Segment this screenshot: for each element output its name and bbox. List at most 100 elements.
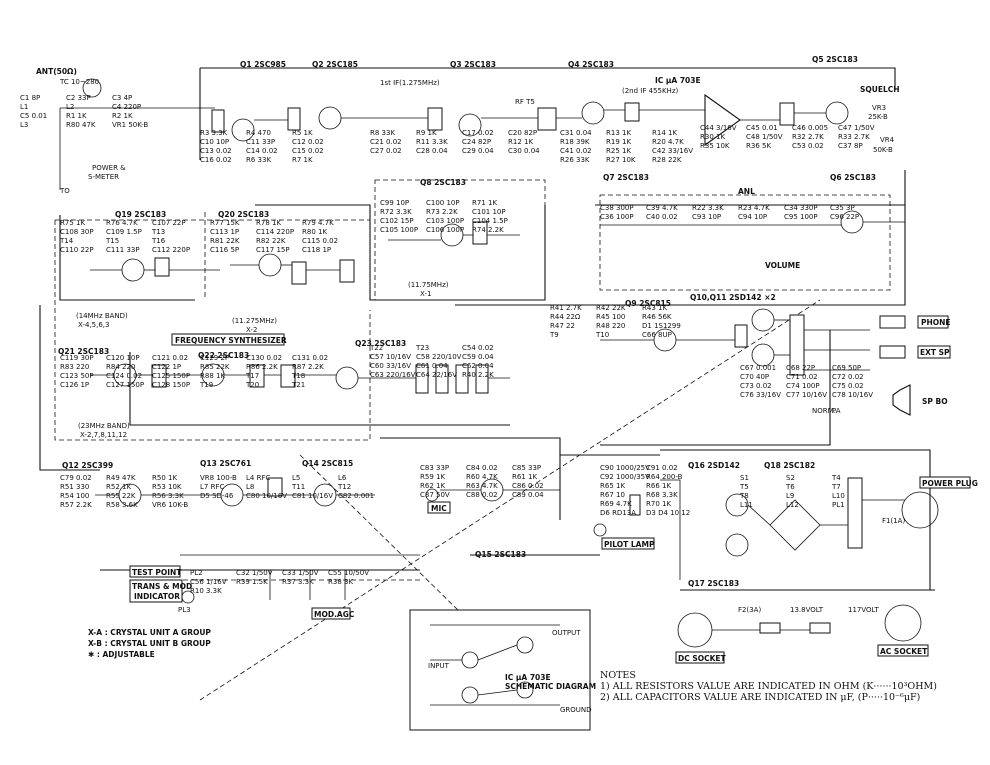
part-value: C59 0.04	[462, 353, 494, 361]
part-value: C33 1/50V	[282, 569, 319, 577]
part-value: R53 10K	[152, 483, 182, 491]
q3-label: Q3 2SC183	[450, 60, 496, 69]
part-value: C116 5P	[210, 246, 239, 254]
part-value: C12 0.02	[292, 138, 324, 146]
part-value: T17	[245, 372, 259, 380]
part-value: T6	[785, 483, 795, 491]
part-value: C21 0.02	[370, 138, 402, 146]
part-value: R59 1K	[420, 473, 445, 481]
part-value: R58 3.6K	[106, 501, 138, 509]
part-value: L5	[292, 474, 300, 482]
part-value: C127 150P	[106, 381, 144, 389]
part-value: L10	[832, 492, 845, 500]
part-value: C32 1/50V	[236, 569, 273, 577]
vr4-val: 50K-B	[873, 146, 893, 154]
trans-mod-label: TRANS & MOD	[132, 582, 192, 591]
q20-label: Q20 2SC183	[218, 210, 269, 219]
part-value: C117 15P	[256, 246, 290, 254]
part-value: R18 39K	[560, 138, 590, 146]
part-value: C64 22/16V	[416, 371, 457, 379]
part-value: C61 0.04	[416, 362, 448, 370]
part-value: C16 0.02	[200, 156, 232, 164]
notes: NOTES 1) ALL RESISTORS VALUE ARE INDICAT…	[600, 670, 937, 703]
part-value: C34 330P	[784, 204, 818, 212]
pa-label: PA	[832, 407, 841, 415]
mod-agc-label: MOD.AGC	[314, 610, 355, 619]
part-value: R51 330	[60, 483, 89, 491]
part-value: R60 4.7K	[466, 473, 498, 481]
band-14-sub: X-4,5,6,3	[78, 321, 109, 329]
part-value: R28 22K	[652, 156, 682, 164]
pl3-label: PL3	[178, 606, 191, 614]
legend-line-1: X-A : CRYSTAL UNIT A GROUP	[88, 628, 211, 637]
part-value: R11 3.3K	[416, 138, 448, 146]
q1-label: Q1 2SC985	[240, 60, 286, 69]
anl-label: ANL	[738, 187, 755, 196]
ic-output-label: OUTPUT	[552, 629, 581, 637]
part-value: R70 1K	[646, 500, 671, 508]
freq-synth-box	[171, 333, 285, 346]
part-value: C130 0.02	[246, 354, 282, 362]
part-value: C69 50P	[832, 364, 861, 372]
part-value: R52 1K	[106, 483, 131, 491]
mic-label: MIC	[431, 504, 447, 513]
q17-label: Q17 2SC183	[688, 579, 739, 588]
dc-socket-icon	[677, 612, 713, 648]
part-value: R30 1K	[700, 133, 725, 141]
part-value: R84 220	[106, 363, 135, 371]
part-value: R6 33K	[246, 156, 271, 164]
part-value: C66 8UP	[642, 331, 672, 339]
part-value: R49 47K	[106, 474, 136, 482]
part-value: T19	[199, 381, 213, 389]
part-value: R7 1K	[292, 156, 313, 164]
part-value: C47 1/50V	[838, 124, 875, 132]
part-value: S2	[786, 474, 795, 482]
test-point-label: TEST POINT	[132, 568, 182, 577]
part-value: L11	[740, 501, 753, 509]
part-value: C28 0.04	[416, 147, 448, 155]
q9-label: Q9 2SC815	[625, 299, 671, 308]
ac-socket-label: AC SOCKET	[880, 647, 928, 656]
part-value: C101 10P	[472, 208, 506, 216]
rf-label: RF T5	[515, 98, 535, 106]
part-value: C55 10/50V	[328, 569, 369, 577]
part-value: R45 100	[596, 313, 625, 321]
part-value: C56 1/16V	[190, 578, 227, 586]
part-value: C63 220/16V	[370, 371, 416, 379]
part-value: R4 470	[246, 129, 271, 137]
part-value: C81 10/16V	[292, 492, 333, 500]
part-value: R10 3.3K	[190, 587, 222, 595]
part-value: D5 SD-46	[200, 492, 234, 500]
part-value: C13 0.02	[200, 147, 232, 155]
legend: X-A : CRYSTAL UNIT A GROUP X-B : CRYSTAL…	[88, 627, 211, 660]
part-value: S1	[740, 474, 749, 482]
part-value: C74 100P	[786, 382, 820, 390]
volt117-label: 117VOLT	[848, 606, 879, 614]
band-14-label: (14MHz BAND)	[76, 312, 128, 320]
legend-line-3: ✱ : ADJUSTABLE	[88, 650, 155, 659]
part-value: D6 RD13A	[600, 509, 636, 517]
q16-label: Q16 2SD142	[688, 461, 740, 470]
part-value: C38 300P	[600, 204, 634, 212]
band-23-sub: X-2,7,8,11,12	[80, 431, 127, 439]
part-value: C57 10/16V	[370, 353, 411, 361]
part-value: R13 1K	[606, 129, 631, 137]
q19-label: Q19 2SC183	[115, 210, 166, 219]
part-value: C27 0.02	[370, 147, 402, 155]
part-value: R80 1K	[302, 228, 327, 236]
part-value: C121 0.02	[152, 354, 188, 362]
part-value: C114 220P	[256, 228, 294, 236]
dc-socket-label: DC SOCKET	[678, 654, 727, 663]
part-value: C36 100P	[600, 213, 634, 221]
part-value: R56 3.3K	[152, 492, 184, 500]
q13-label: Q13 2SC761	[200, 459, 251, 468]
part-value: C79 0.02	[60, 474, 92, 482]
part-value: R76 4.7K	[106, 219, 138, 227]
part-value: R33 2.7K	[838, 133, 870, 141]
q2-label: Q2 2SC185	[312, 60, 358, 69]
notes-title: NOTES	[600, 670, 636, 681]
part-value: C10 10P	[200, 138, 229, 146]
part-value: T18	[291, 372, 305, 380]
band-23-label: (23MHz BAND)	[78, 422, 130, 430]
